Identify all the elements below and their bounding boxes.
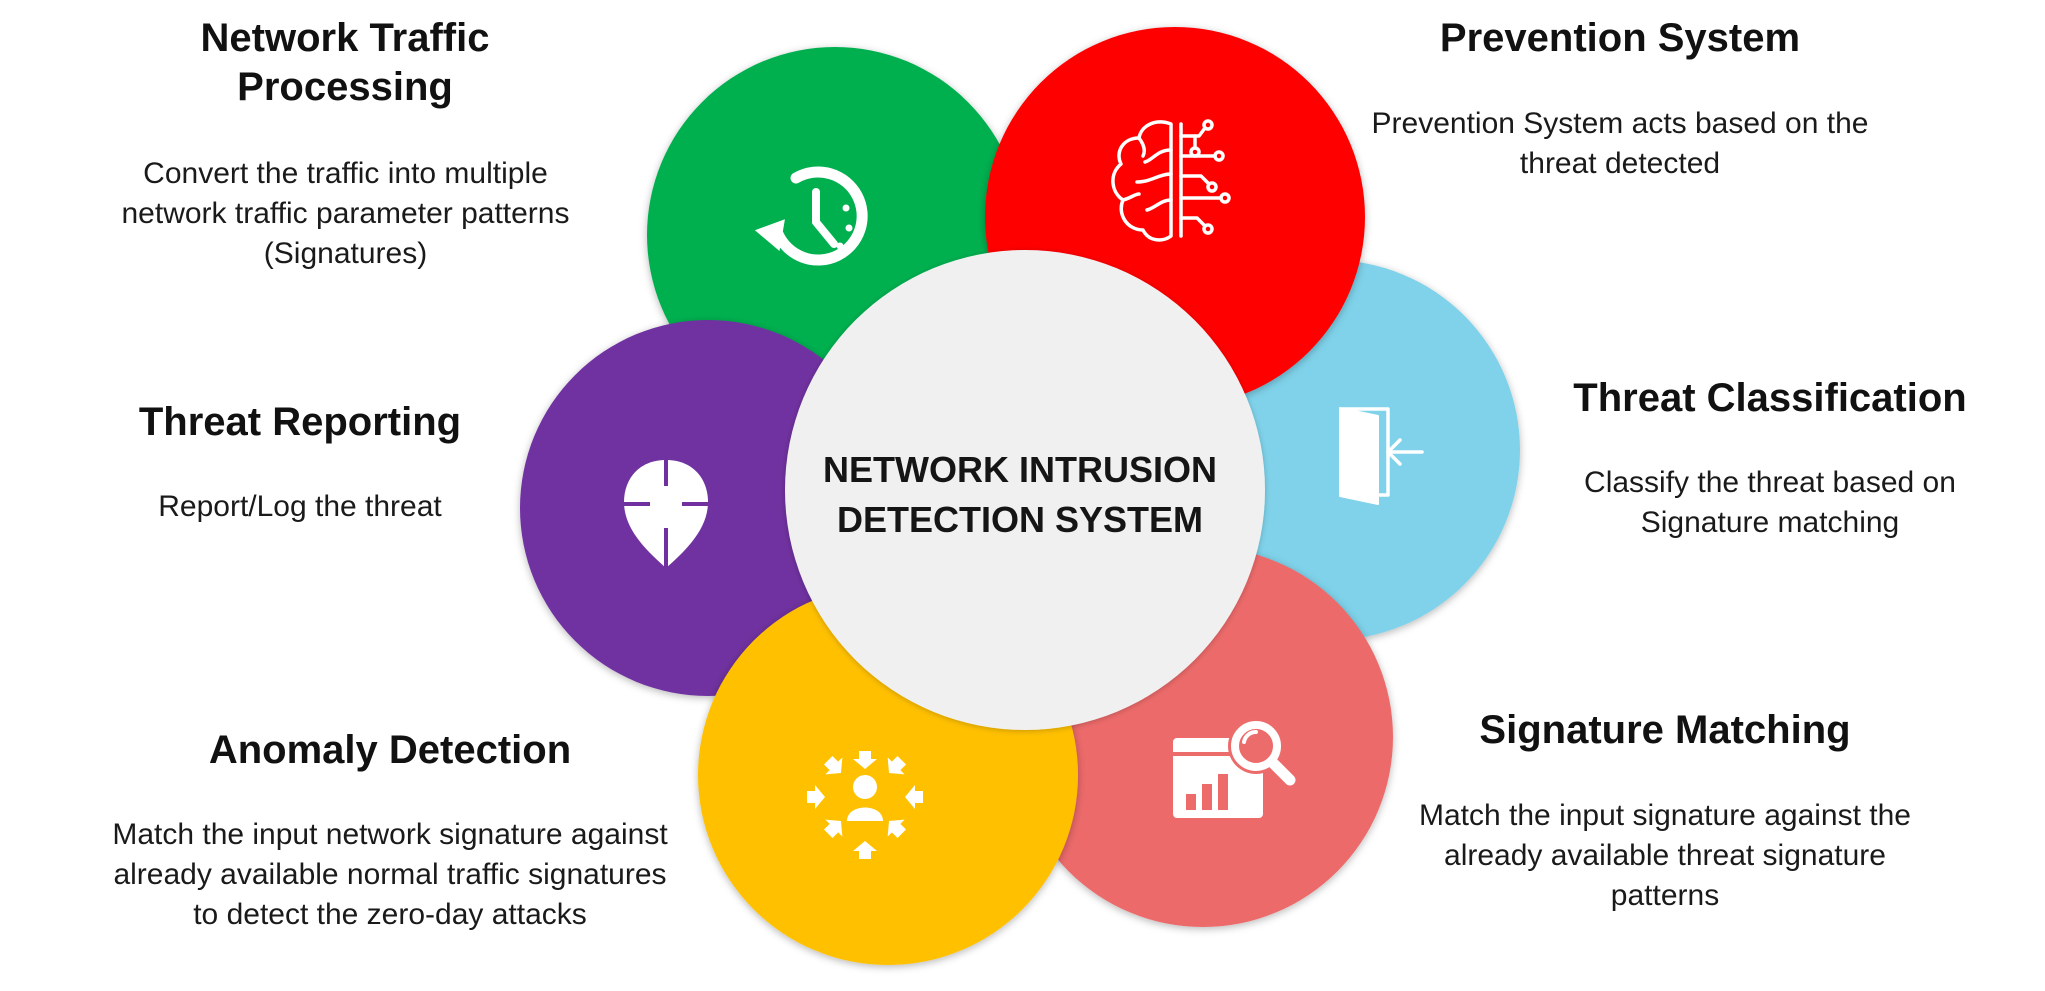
chart-search-icon xyxy=(1173,718,1296,818)
history-clock-icon xyxy=(754,166,868,266)
signature-matching-description: Match the input signature against the al… xyxy=(1419,799,1911,912)
threat-reporting-description: Report/Log the threat xyxy=(158,490,442,523)
network-traffic-processing-description: Convert the traffic into multiple networ… xyxy=(121,157,570,270)
target-pin-icon xyxy=(624,460,708,568)
threat-classification-title: Threat Classification xyxy=(1573,376,1967,420)
threat-classification-description: Classify the threat based on Signature m… xyxy=(1584,466,1956,539)
signature-matching-title: Signature Matching xyxy=(1479,708,1851,752)
prevention-system-title: Prevention System xyxy=(1439,16,1801,60)
center-hub xyxy=(785,250,1265,730)
center-title: NETWORK INTRUSION DETECTION SYSTEM xyxy=(823,449,1217,540)
threat-reporting-title: Threat Reporting xyxy=(138,400,462,444)
brain-circuit-icon xyxy=(1111,119,1231,242)
anomaly-detection-description: Match the input network signature agains… xyxy=(112,818,668,931)
prevention-system-description: Prevention System acts based on the thre… xyxy=(1371,107,1869,180)
door-enter-icon xyxy=(1339,407,1424,505)
anomaly-detection-title: Anomaly Detection xyxy=(208,728,572,772)
user-focus-arrows-icon xyxy=(807,751,923,859)
network-traffic-processing-title: Network Traffic Processing xyxy=(200,16,490,109)
